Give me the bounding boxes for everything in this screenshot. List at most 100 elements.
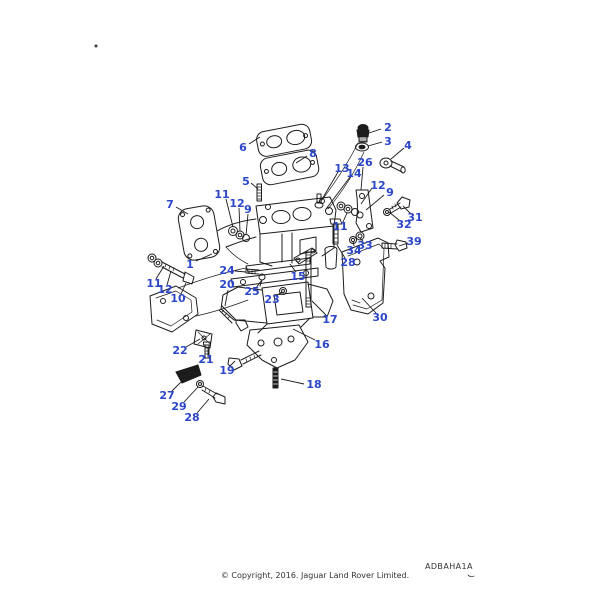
leader-line [166, 270, 172, 286]
scan-speck [94, 44, 98, 48]
callout-17[interactable]: 17 [322, 313, 337, 326]
callout-24[interactable]: 24 [219, 264, 235, 277]
leader-line [320, 171, 339, 202]
leader-line [248, 136, 261, 145]
callout-31[interactable]: 31 [407, 211, 422, 224]
callout-25[interactable]: 25 [244, 285, 259, 298]
leader-line [367, 141, 383, 147]
leader-line [359, 237, 364, 242]
leader-line [180, 282, 187, 295]
callout-9[interactable]: 9 [386, 186, 394, 199]
leader-line [361, 297, 377, 314]
leader-line [360, 166, 364, 191]
leader-line [336, 244, 346, 259]
part-clamp-22 [193, 329, 213, 349]
part-spacer-block [259, 149, 320, 186]
diagram-code: ADBAHA1A [425, 562, 473, 571]
diagram-line-art [94, 44, 475, 578]
assembly-reference-lines [321, 142, 365, 210]
callout-13[interactable]: 13 [334, 162, 349, 175]
leader-line [250, 182, 259, 190]
callout-28[interactable]: 28 [340, 256, 355, 269]
callout-20[interactable]: 20 [219, 278, 235, 291]
part-flange-bracket [149, 285, 199, 333]
part-stud-24 [245, 268, 260, 275]
leader-line [325, 176, 351, 210]
part-heat-shield [341, 237, 390, 315]
leader-line [225, 198, 234, 228]
callout-30[interactable]: 30 [372, 311, 388, 324]
callout-28[interactable]: 28 [184, 411, 199, 424]
leader-line [360, 187, 373, 205]
callout-14[interactable]: 14 [346, 167, 362, 180]
part-union-nut [355, 142, 369, 152]
leader-line [352, 240, 355, 247]
callout-7[interactable]: 7 [166, 198, 174, 211]
callout-12[interactable]: 12 [229, 197, 244, 210]
callout-11[interactable]: 11 [214, 188, 229, 201]
part-carburettor-base [245, 193, 338, 273]
callout-15[interactable]: 15 [290, 270, 305, 283]
leader-line [365, 194, 385, 211]
callout-21[interactable]: 21 [198, 353, 213, 366]
part-union-plug [356, 124, 370, 143]
leader-line [234, 270, 247, 273]
callout-33[interactable]: 33 [357, 239, 372, 252]
leader-line [229, 360, 236, 367]
part-wedge-bracket [175, 364, 202, 384]
part-bolt-20 [218, 305, 249, 332]
callout-8[interactable]: 8 [309, 147, 317, 160]
part-exhaust-manifold [177, 267, 334, 369]
callout-27[interactable]: 27 [159, 389, 174, 402]
callout-29[interactable]: 29 [171, 400, 186, 413]
leader-line [175, 206, 189, 215]
callout-12[interactable]: 12 [157, 283, 172, 296]
part-downpipe-stud [272, 367, 279, 389]
part-stud-5 [256, 183, 262, 202]
part-inlet-runner [216, 218, 257, 265]
callout-12[interactable]: 12 [370, 179, 385, 192]
leader-line [255, 280, 262, 289]
leader-line [195, 253, 213, 262]
leader-line [390, 147, 405, 160]
callout-5[interactable]: 5 [242, 175, 250, 188]
part-bolt-19 [227, 350, 262, 371]
leader-line [402, 205, 412, 215]
leader-line [183, 386, 199, 403]
callout-19[interactable]: 19 [219, 364, 234, 377]
leader-line [311, 300, 327, 316]
callout-32[interactable]: 32 [396, 218, 411, 231]
scan-mark [467, 574, 475, 578]
leader-line [342, 212, 348, 223]
callout-26[interactable]: 26 [357, 156, 373, 169]
part-bolt-21 [203, 341, 211, 359]
part-nut-23 [279, 287, 287, 295]
callout-34[interactable]: 34 [346, 244, 362, 257]
leader-line [238, 207, 241, 232]
part-top-gasket [256, 123, 313, 157]
callout-9[interactable]: 9 [244, 203, 252, 216]
part-inlet-flange [177, 205, 221, 261]
leader-line [155, 265, 165, 280]
part-elbow-pipe [379, 157, 406, 174]
part-bolt-28-right [329, 218, 343, 245]
callout-6[interactable]: 6 [239, 141, 247, 154]
callout-10[interactable]: 10 [170, 292, 186, 305]
callout-22[interactable]: 22 [172, 344, 187, 357]
callout-3[interactable]: 3 [384, 135, 392, 148]
callout-18[interactable]: 18 [306, 378, 321, 391]
callout-11[interactable]: 11 [332, 220, 347, 233]
callout-11[interactable]: 11 [146, 277, 161, 290]
callout-2[interactable]: 2 [384, 121, 392, 134]
leader-line [171, 378, 185, 392]
callout-39[interactable]: 39 [406, 235, 421, 248]
callout-16[interactable]: 16 [314, 338, 330, 351]
callout-4[interactable]: 4 [404, 139, 412, 152]
leader-line [185, 338, 201, 348]
leader-line [388, 211, 401, 222]
callout-23[interactable]: 23 [264, 293, 279, 306]
leader-line [289, 263, 297, 273]
callout-1[interactable]: 1 [186, 258, 194, 271]
